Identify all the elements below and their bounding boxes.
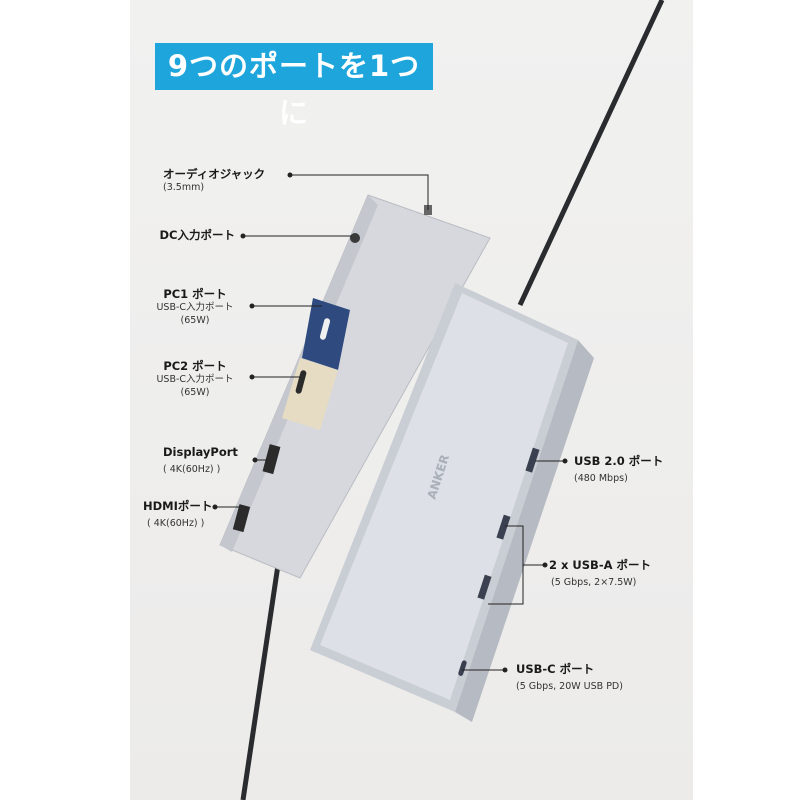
label-name: DC入力ポート [159, 228, 236, 242]
usb-a-port-1 [496, 514, 511, 540]
usb-c-port [458, 660, 467, 676]
leader-lines [215, 174, 565, 671]
label-name: PC2 ポート [163, 359, 227, 373]
label-displayport: DisplayPort ( 4K(60Hz) ) [163, 446, 238, 476]
front-unit-side [455, 340, 594, 722]
dc-input-port [350, 233, 360, 243]
label-detail: (3.5mm) [163, 182, 205, 193]
label-usb-a: 2 x USB-A ポート (5 Gbps, 2×7.5W) [549, 559, 651, 589]
label-name: USB-C ポート [516, 662, 595, 676]
hdmi-port [232, 504, 251, 533]
label-pc1-port: PC1 ポート USB-C入力ポート (65W) [140, 288, 250, 327]
label-detail: (65W) [180, 315, 210, 326]
label-detail: (65W) [180, 387, 210, 398]
label-detail: USB-C入力ポート [156, 302, 234, 313]
label-name: オーディオジャック [163, 167, 266, 181]
label-name: 2 x USB-A ポート [549, 558, 651, 572]
label-dc-input: DC入力ポート [130, 228, 236, 242]
label-name: HDMIポート [143, 499, 213, 513]
label-detail: (5 Gbps, 2×7.5W) [551, 577, 637, 588]
usb-2-0-port [525, 447, 540, 473]
label-detail: (5 Gbps, 20W USB PD) [516, 681, 623, 692]
label-name: PC1 ポート [163, 287, 227, 301]
displayport-port [262, 444, 281, 475]
cable-top [517, 0, 665, 307]
pc2-port-panel [282, 358, 338, 430]
label-name: USB 2.0 ポート [574, 454, 664, 468]
label-audio-jack: オーディオジャック (3.5mm) [163, 168, 265, 194]
label-hdmi: HDMIポート ( 4K(60Hz) ) [143, 500, 212, 530]
label-detail: (480 Mbps) [574, 473, 628, 484]
cable-bottom [240, 564, 281, 800]
label-detail: ( 4K(60Hz) ) [163, 464, 221, 475]
label-pc2-port: PC2 ポート USB-C入力ポート (65W) [140, 360, 250, 399]
pc2-usb-c-port [295, 370, 307, 394]
page-title: 9つのポートを1つに [155, 43, 433, 130]
label-usb-c: USB-C ポート (5 Gbps, 20W USB PD) [516, 663, 623, 693]
label-name: DisplayPort [163, 445, 238, 459]
usb-a-port-2 [477, 574, 492, 600]
label-detail: ( 4K(60Hz) ) [147, 518, 205, 529]
leader-dots [212, 172, 568, 673]
pc1-usb-c-port [319, 318, 331, 340]
front-unit-face [320, 293, 568, 700]
label-usb-2-0: USB 2.0 ポート (480 Mbps) [574, 455, 663, 485]
label-detail: USB-C入力ポート [156, 374, 234, 385]
